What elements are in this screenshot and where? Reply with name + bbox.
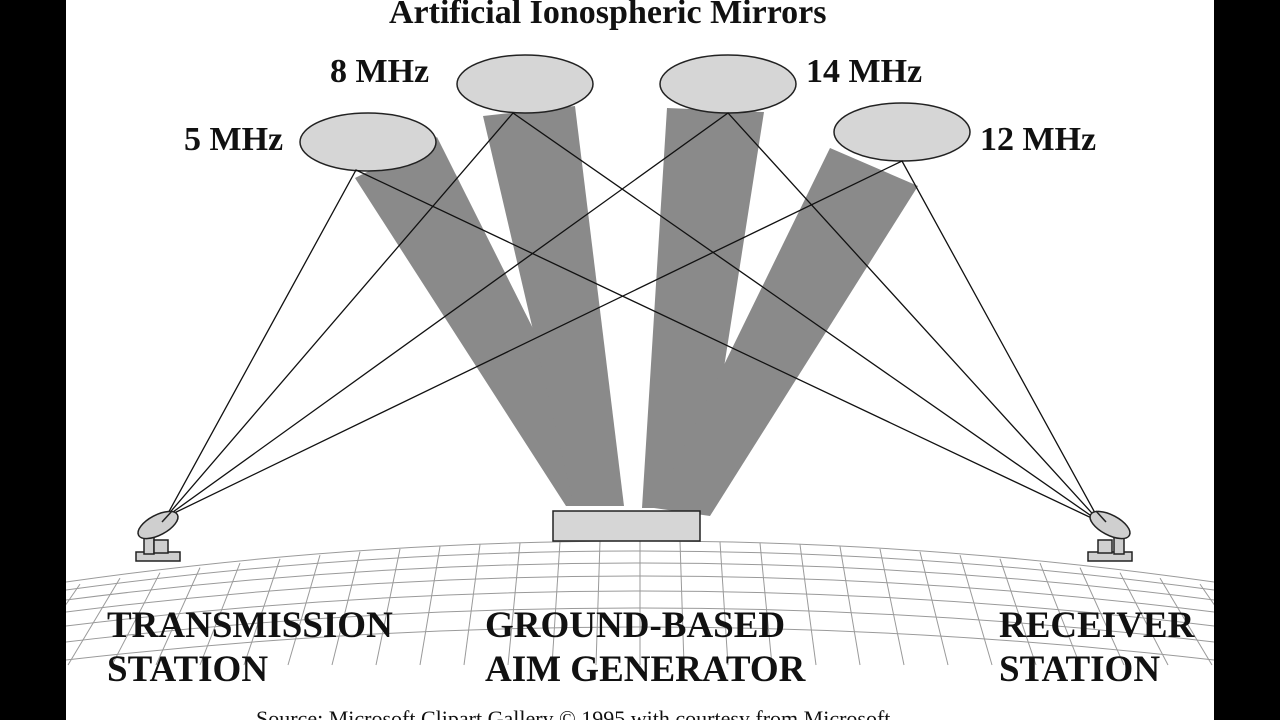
grid-meridian [719, 541, 729, 666]
grid-meridian [331, 551, 361, 666]
grid-meridian [1199, 583, 1214, 606]
ionospheric-mirrors [299, 54, 971, 172]
grid-meridian [919, 551, 949, 666]
grid-meridian [419, 546, 441, 666]
beam-8mhz [483, 106, 624, 506]
grid-meridian [595, 541, 601, 666]
aim-diagram [66, 54, 1214, 666]
mirror-label-8mhz: 8 MHz [330, 53, 430, 90]
mirror-12mhz [833, 102, 971, 162]
grid-meridian [839, 546, 861, 666]
grid-meridian [959, 554, 993, 666]
grid-meridian [375, 548, 401, 666]
transmission-station-label: TRANSMISSION STATION [107, 604, 393, 692]
grid-meridian [1159, 577, 1213, 666]
transmission-station-line2: STATION [107, 649, 269, 690]
source-credit: Source: Microsoft Clipart Gallery © 1995… [256, 706, 891, 720]
receiver-station-line1: RECEIVER [999, 605, 1195, 646]
grid-meridian [67, 577, 121, 666]
aim-generator-line1: GROUND-BASED [485, 605, 786, 646]
grid-meridian [679, 541, 685, 666]
grid-meridian [551, 541, 561, 666]
receiver-dish-icon [1087, 510, 1133, 562]
earth-grid [66, 540, 1214, 666]
mirror-label-12mhz: 12 MHz [980, 121, 1097, 158]
grid-meridian [463, 544, 481, 666]
mirror-5mhz [299, 112, 437, 172]
grid-meridian [799, 544, 817, 666]
diagram-canvas: Artificial Ionospheric Mirrors 5 MHz 8 M… [66, 0, 1214, 720]
grid-meridian [1119, 572, 1169, 666]
beam-12mhz [654, 148, 918, 516]
transmission-dish-icon [135, 510, 181, 562]
transmission-station-line1: TRANSMISSION [107, 605, 393, 646]
grid-meridian [999, 558, 1037, 666]
receiver-station-line2: STATION [999, 649, 1161, 690]
aim-generator-label: GROUND-BASED AIM GENERATOR [485, 604, 805, 692]
ray-14mhz [165, 112, 1101, 523]
grid-meridian [879, 548, 905, 666]
grid-meridian [507, 542, 521, 666]
ray-12mhz [165, 160, 1101, 523]
aim-generator-line2: AIM GENERATOR [485, 649, 806, 690]
mirror-8mhz [456, 54, 594, 114]
grid-meridian [1039, 562, 1081, 666]
ray-paths [165, 112, 1101, 523]
grid-meridian [1079, 567, 1125, 666]
receiver-station-label: RECEIVER STATION [999, 604, 1194, 692]
grid-meridian [155, 567, 201, 666]
diagram-title: Artificial Ionospheric Mirrors [389, 0, 827, 31]
grid-meridian [759, 542, 773, 666]
mirror-label-5mhz: 5 MHz [184, 121, 284, 158]
mirror-label-14mhz: 14 MHz [806, 53, 923, 90]
grid-meridian [287, 554, 321, 666]
beam-14mhz [642, 108, 764, 508]
grid-meridian [199, 562, 241, 666]
aim-generator-box [552, 510, 701, 542]
mirror-14mhz [659, 54, 797, 114]
ray-8mhz [165, 112, 1101, 523]
grid-meridian [243, 558, 281, 666]
grid-meridian [111, 572, 161, 666]
ray-5mhz [165, 169, 1101, 523]
grid-meridian [66, 583, 81, 606]
aim-beams [355, 106, 918, 516]
